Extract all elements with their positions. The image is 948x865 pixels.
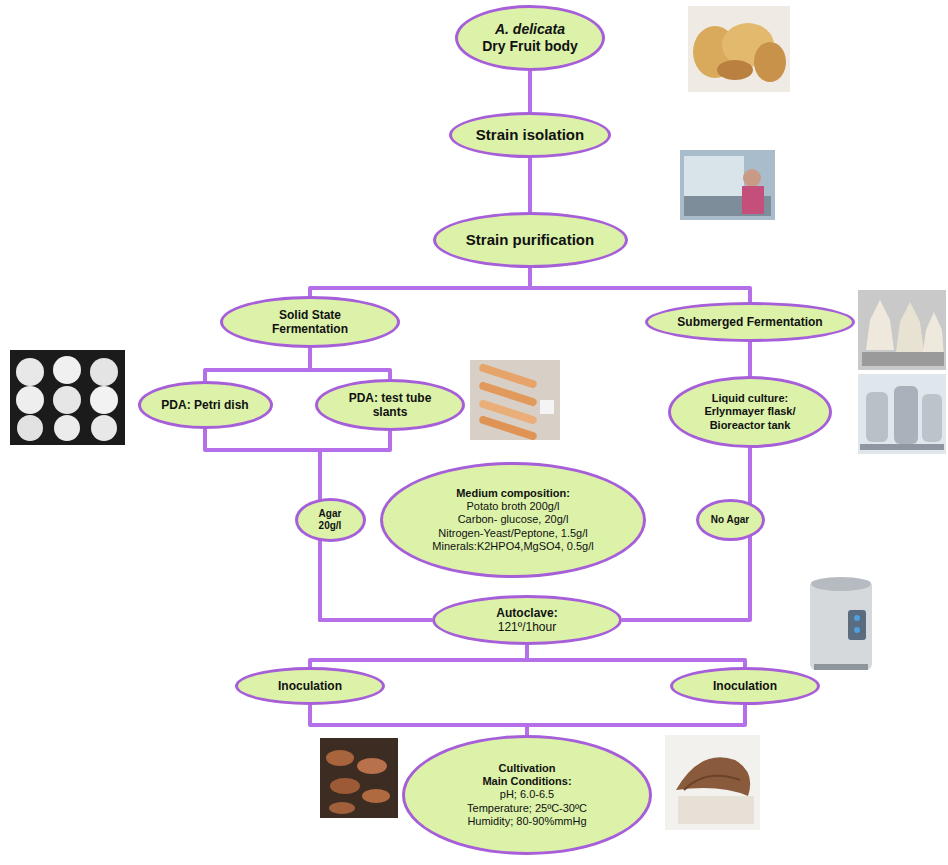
ellipse-node: Inoculation xyxy=(235,667,385,705)
node-label: Agar 20g/l xyxy=(310,508,350,532)
node-label: Medium composition: xyxy=(432,487,593,500)
ellipse-node: PDA: test tube slants xyxy=(315,379,465,431)
fruit-body-photo xyxy=(688,6,790,92)
ellipse-node: Autoclave:121º/1hour xyxy=(432,595,622,645)
node-label: Inoculation xyxy=(278,679,342,693)
node-label: Inoculation xyxy=(713,679,777,693)
node-text-group: Strain isolation xyxy=(476,126,584,144)
node-detail: 121º/1hour xyxy=(496,620,557,634)
ellipse-node: A. delicataDry Fruit body xyxy=(455,5,605,71)
node-detail: Nitrogen-Yeast/Peptone, 1.5g/l xyxy=(432,527,593,540)
flow-connector xyxy=(205,348,310,381)
flow-connector xyxy=(528,71,532,112)
autoclave-photo xyxy=(810,577,872,670)
ellipse-node: No Agar xyxy=(696,499,765,541)
node-detail: Dry Fruit body xyxy=(482,38,578,55)
ellipse-node: Liquid culture: Erlynmayer flask/ Biorea… xyxy=(668,376,832,448)
node-text-group: A. delicataDry Fruit body xyxy=(482,21,578,55)
ellipse-node: Solid State Fermentation xyxy=(220,296,400,348)
node-text-group: No Agar xyxy=(711,514,750,526)
node-text-group: Agar 20g/l xyxy=(310,508,350,532)
flow-connector xyxy=(310,705,527,735)
node-label: A. delicata xyxy=(482,21,578,38)
flow-connector xyxy=(528,158,532,212)
node-detail: Humidity; 80-90%mmHg xyxy=(467,815,587,828)
flow-connector xyxy=(527,645,745,667)
node-detail: Temperature; 25ºC-30ºC xyxy=(467,802,587,815)
flow-connector xyxy=(310,268,530,296)
node-label: Cultivation xyxy=(467,762,587,775)
node-label: Liquid culture: Erlynmayer flask/ Biorea… xyxy=(695,392,805,432)
fruiting-mushroom-photo xyxy=(665,735,760,830)
ellipse-node: Submerged Fermentation xyxy=(645,302,855,342)
cultivation-log-photo xyxy=(320,738,398,818)
ellipse-node: PDA: Petri dish xyxy=(138,381,273,429)
node-detail: Main Conditions: xyxy=(467,775,587,788)
ellipse-node: Strain purification xyxy=(433,212,628,268)
node-text-group: PDA: Petri dish xyxy=(161,398,248,412)
ellipse-node: CultivationMain Conditions:pH; 6.0-6.5Te… xyxy=(402,735,652,855)
node-label: Strain isolation xyxy=(476,126,584,144)
node-text-group: PDA: test tube slants xyxy=(340,391,440,420)
node-label: Solid State Fermentation xyxy=(255,308,365,337)
node-label: Strain purification xyxy=(466,231,594,249)
node-text-group: Submerged Fermentation xyxy=(677,315,822,329)
bioreactor-photo xyxy=(858,374,946,454)
ellipse-node: Strain isolation xyxy=(449,112,611,158)
node-label: PDA: Petri dish xyxy=(161,398,248,412)
ellipse-node: Medium composition:Potato broth 200g/lCa… xyxy=(380,462,646,578)
node-label: Submerged Fermentation xyxy=(677,315,822,329)
node-detail: Minerals:K2HPO4,MgSO4, 0.5g/l xyxy=(432,540,593,553)
ellipse-node: Agar 20g/l xyxy=(295,498,366,542)
flow-connector xyxy=(530,268,750,302)
flask-photo xyxy=(858,290,946,370)
flow-connector xyxy=(748,342,752,376)
node-detail: pH; 6.0-6.5 xyxy=(467,788,587,801)
node-detail: Carbon- glucose, 20g/l xyxy=(432,513,593,526)
node-text-group: Inoculation xyxy=(278,679,342,693)
test-tube-photo xyxy=(470,360,560,441)
node-text-group: Inoculation xyxy=(713,679,777,693)
node-label: PDA: test tube slants xyxy=(340,391,440,420)
lab-photo xyxy=(680,150,775,220)
node-text-group: Autoclave:121º/1hour xyxy=(496,606,557,635)
flow-connector xyxy=(310,645,527,667)
node-text-group: Medium composition:Potato broth 200g/lCa… xyxy=(432,487,593,553)
node-text-group: Solid State Fermentation xyxy=(255,308,365,337)
node-label: Autoclave: xyxy=(496,606,557,620)
node-text-group: CultivationMain Conditions:pH; 6.0-6.5Te… xyxy=(467,762,587,828)
flow-connector xyxy=(527,705,745,735)
node-label: No Agar xyxy=(711,514,750,526)
petri-dish-photo xyxy=(10,350,125,445)
flow-connector xyxy=(310,348,390,379)
node-text-group: Strain purification xyxy=(466,231,594,249)
node-text-group: Liquid culture: Erlynmayer flask/ Biorea… xyxy=(695,392,805,432)
ellipse-node: Inoculation xyxy=(670,667,820,705)
node-detail: Potato broth 200g/l xyxy=(432,500,593,513)
